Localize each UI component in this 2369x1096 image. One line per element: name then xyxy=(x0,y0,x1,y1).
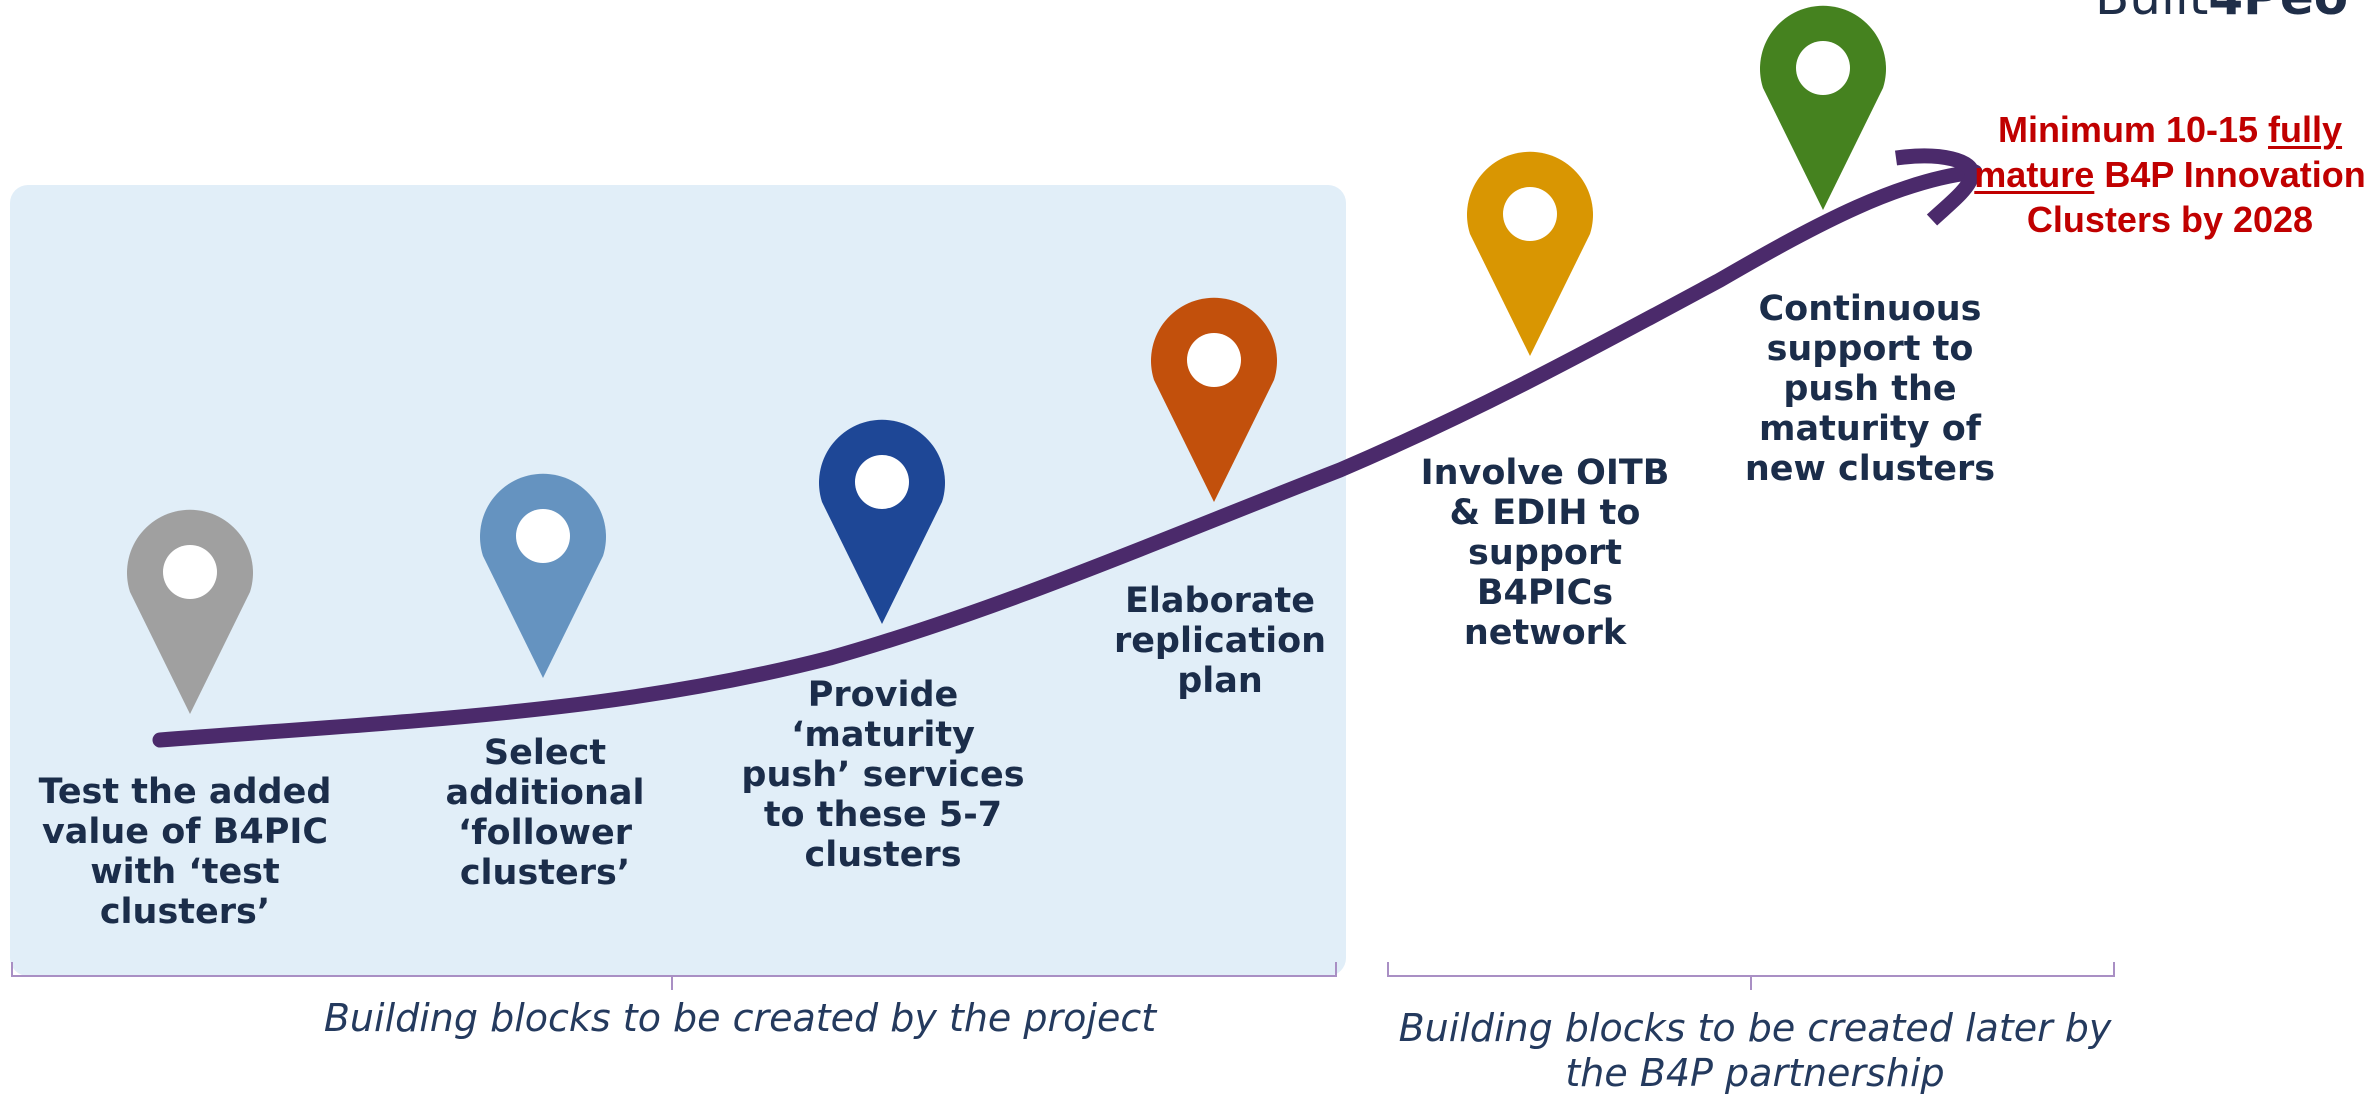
arrow-head-icon xyxy=(1894,148,1980,226)
step-continuous-support: Continuous support to push the maturity … xyxy=(1744,289,1996,489)
caption-later: Building blocks to be created later by t… xyxy=(1398,1006,2112,1095)
step-involve-oitb: Involve OITB & EDIH to support B4PICs ne… xyxy=(1420,453,1670,653)
later-bracket xyxy=(1387,962,2115,990)
step-test-clusters: Test the added value of B4PIC with ‘test… xyxy=(38,772,332,932)
brand-logo: Built4Peo xyxy=(2095,0,2348,26)
brand-bold: 4Peo xyxy=(2208,0,2348,26)
map-pin-icon xyxy=(480,473,606,678)
step-select-followers: Select additional ‘follower clusters’ xyxy=(445,733,645,893)
map-pin-icon xyxy=(127,509,253,714)
step-maturity-push: Provide ‘maturity push’ services to thes… xyxy=(741,675,1025,875)
project-bracket xyxy=(11,962,1337,990)
map-pin-icon xyxy=(1151,297,1277,502)
brand-prefix: Built xyxy=(2095,0,2208,26)
map-pin-icon xyxy=(1467,151,1593,356)
step-replication-plan: Elaborate replication plan xyxy=(1113,581,1327,701)
growth-curve xyxy=(152,164,1983,748)
map-pin-icon xyxy=(1760,5,1886,210)
map-pin-icon xyxy=(819,419,945,624)
caption-project: Building blocks to be created by the pro… xyxy=(323,996,1157,1040)
